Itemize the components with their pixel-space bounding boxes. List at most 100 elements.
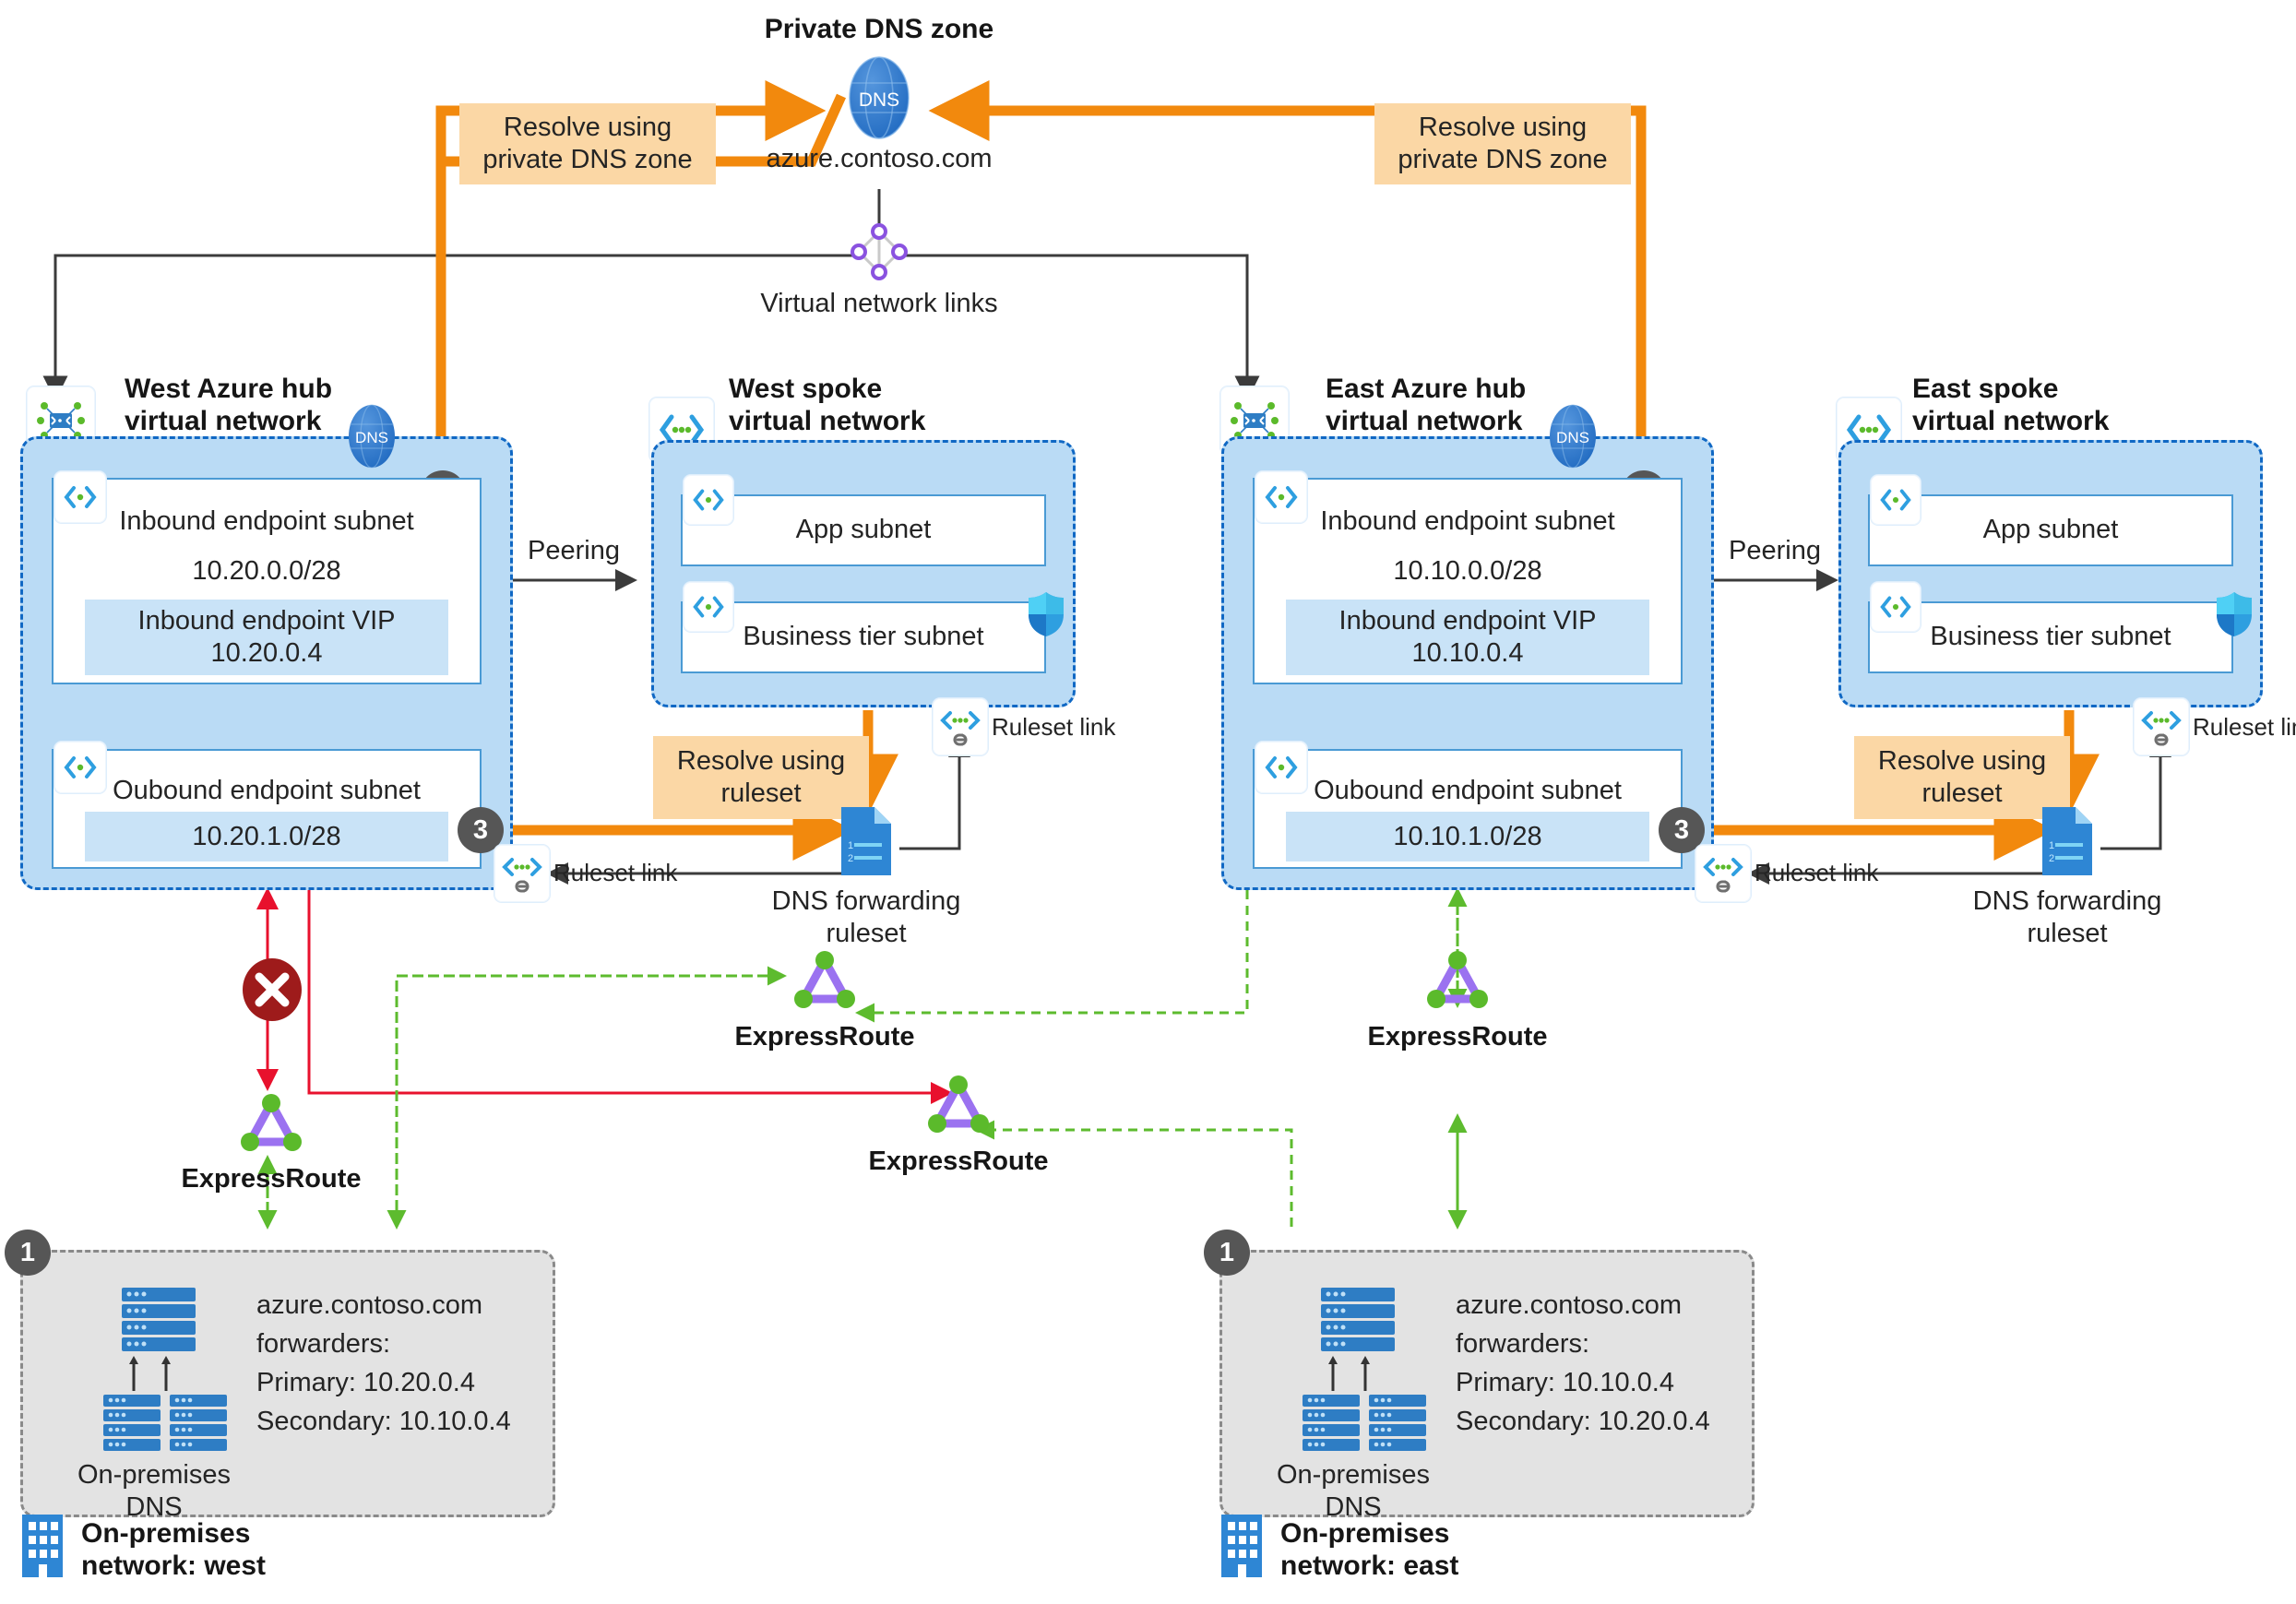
west-spoke-ruleset-link-icon xyxy=(932,697,989,756)
east-spoke-app-subnet-label: App subnet xyxy=(1982,515,2119,544)
east-hub-dns-badge: DNS xyxy=(1544,404,1601,469)
west-dns-forwarding-ruleset-label: DNS forwarding ruleset xyxy=(771,886,961,948)
west-spoke-ruleset-link-label: Ruleset link xyxy=(992,713,1116,741)
onprem-east-step-badge: 1 xyxy=(1204,1230,1250,1276)
west-hub-ruleset-link-icon xyxy=(494,844,551,903)
onprem-west-forwarder-primary: Primary: 10.20.0.4 xyxy=(256,1368,475,1397)
west-outbound-subnet-icon xyxy=(54,741,107,794)
west-outbound-subnet-label: Oubound endpoint subnet xyxy=(113,776,421,805)
west-spoke-business-subnet xyxy=(681,601,1046,673)
east-hub-ruleset-link-label: Ruleset link xyxy=(1755,859,1879,886)
west-spoke-business-subnet-label: Business tier subnet xyxy=(743,622,984,651)
west-inbound-vip-label: Inbound endpoint VIP xyxy=(137,606,396,636)
east-peering-label: Peering xyxy=(1729,536,1821,565)
svg-text:2: 2 xyxy=(2049,853,2054,864)
onprem-west-dns-servers-icon xyxy=(74,1282,240,1457)
svg-text:1: 1 xyxy=(848,840,853,851)
callout-resolve-using-ruleset-west: Resolve using ruleset xyxy=(653,736,869,819)
expressroute-west-icon xyxy=(235,1088,307,1158)
svg-text:1: 1 xyxy=(2049,840,2054,851)
onprem-east-dns-label: On-premises DNS xyxy=(1277,1460,1430,1522)
blocked-x-icon xyxy=(242,957,303,1022)
east-inbound-vip: Inbound endpoint VIP 10.10.0.4 xyxy=(1286,600,1649,675)
east-hub-ruleset-link-icon xyxy=(1695,844,1752,903)
svg-text:DNS: DNS xyxy=(355,429,388,446)
east-inbound-subnet-icon xyxy=(1255,470,1308,524)
east-dns-forwarding-ruleset-icon: 1 2 xyxy=(2039,804,2096,878)
east-spoke-title: East spoke virtual network xyxy=(1912,374,2110,437)
onprem-west-step-badge: 1 xyxy=(5,1230,51,1276)
expressroute-center-bottom-icon xyxy=(922,1070,994,1140)
virtual-network-links-label: Virtual network links xyxy=(760,289,998,318)
callout-resolve-private-dns-west: Resolve using private DNS zone xyxy=(459,103,716,184)
onprem-west-building-icon xyxy=(20,1513,65,1579)
east-outbound-subnet-icon xyxy=(1255,741,1308,794)
east-dns-forwarding-ruleset-label: DNS forwarding ruleset xyxy=(1972,886,2162,948)
onprem-east-building-icon xyxy=(1219,1513,1264,1579)
west-hub-title: West Azure hub virtual network xyxy=(125,374,333,437)
west-peering-label: Peering xyxy=(528,536,620,565)
onprem-west-box xyxy=(20,1250,555,1517)
expressroute-center-bottom-label: ExpressRoute xyxy=(868,1147,1049,1176)
onprem-east-box xyxy=(1219,1250,1755,1517)
callout-resolve-private-dns-east: Resolve using private DNS zone xyxy=(1374,103,1631,184)
west-outbound-subnet-cidr-box: 10.20.1.0/28 xyxy=(85,812,448,861)
west-spoke-title: West spoke virtual network xyxy=(729,374,926,437)
west-spoke-firewall-shield-icon xyxy=(1026,590,1066,638)
east-spoke-app-subnet xyxy=(1868,494,2233,566)
west-outbound-subnet-cidr: 10.20.1.0/28 xyxy=(192,821,341,851)
svg-text:DNS: DNS xyxy=(1556,429,1589,446)
dns-zone-domain: azure.contoso.com xyxy=(766,144,993,173)
east-spoke-business-subnet xyxy=(1868,601,2233,673)
east-outbound-subnet-cidr: 10.10.1.0/28 xyxy=(1393,821,1542,851)
onprem-west-forwarders-heading: forwarders: xyxy=(256,1329,391,1359)
expressroute-center-top-label: ExpressRoute xyxy=(734,1022,915,1052)
east-spoke-firewall-shield-icon xyxy=(2214,590,2254,638)
west-inbound-subnet-cidr: 10.20.0.0/28 xyxy=(192,556,341,586)
expressroute-east-label: ExpressRoute xyxy=(1367,1022,1548,1052)
east-outbound-subnet-cidr-box: 10.10.1.0/28 xyxy=(1286,812,1649,861)
east-spoke-ruleset-link-icon xyxy=(2133,697,2190,756)
svg-text:2: 2 xyxy=(848,853,853,864)
east-inbound-vip-address: 10.10.0.4 xyxy=(1411,638,1524,668)
onprem-east-forwarder-primary: Primary: 10.10.0.4 xyxy=(1456,1368,1674,1397)
east-spoke-ruleset-link-label: Ruleset link xyxy=(2193,713,2296,741)
onprem-west-forwarder-secondary: Secondary: 10.10.0.4 xyxy=(256,1407,511,1436)
east-inbound-subnet-label: Inbound endpoint subnet xyxy=(1320,506,1615,536)
dns-globe-icon: DNS xyxy=(842,55,916,140)
onprem-east-dns-servers-icon xyxy=(1273,1282,1439,1457)
east-spoke-business-subnet-icon xyxy=(1870,581,1921,633)
east-outbound-subnet-label: Oubound endpoint subnet xyxy=(1314,776,1622,805)
west-outbound-step-badge: 3 xyxy=(458,807,504,853)
onprem-east-forwarder-secondary: Secondary: 10.20.0.4 xyxy=(1456,1407,1710,1436)
east-spoke-app-subnet-icon xyxy=(1870,474,1921,526)
west-inbound-subnet-icon xyxy=(54,470,107,524)
onprem-east-network-title: On-premises network: east xyxy=(1280,1518,1459,1582)
virtual-network-links-icon xyxy=(849,221,910,282)
west-spoke-app-subnet-label: App subnet xyxy=(795,515,932,544)
expressroute-east-icon xyxy=(1422,945,1493,1016)
west-dns-forwarding-ruleset-icon: 1 2 xyxy=(838,804,895,878)
west-inbound-subnet-label: Inbound endpoint subnet xyxy=(119,506,414,536)
onprem-west-network-title: On-premises network: west xyxy=(81,1518,267,1582)
west-hub-dns-badge: DNS xyxy=(343,404,400,469)
onprem-west-forwarders-domain: azure.contoso.com xyxy=(256,1290,483,1320)
west-spoke-app-subnet-icon xyxy=(683,474,734,526)
onprem-east-forwarders-heading: forwarders: xyxy=(1456,1329,1590,1359)
svg-text:DNS: DNS xyxy=(859,89,899,111)
onprem-east-forwarders-domain: azure.contoso.com xyxy=(1456,1290,1683,1320)
west-hub-ruleset-link-label: Ruleset link xyxy=(553,859,678,886)
east-inbound-subnet-cidr: 10.10.0.0/28 xyxy=(1393,556,1542,586)
east-spoke-business-subnet-label: Business tier subnet xyxy=(1930,622,2171,651)
expressroute-west-label: ExpressRoute xyxy=(181,1164,362,1194)
west-inbound-vip: Inbound endpoint VIP 10.20.0.4 xyxy=(85,600,448,675)
callout-resolve-using-ruleset-east: Resolve using ruleset xyxy=(1854,736,2070,819)
expressroute-center-top-icon xyxy=(789,945,861,1016)
west-spoke-app-subnet xyxy=(681,494,1046,566)
east-hub-title: East Azure hub virtual network xyxy=(1326,374,1527,437)
east-inbound-vip-label: Inbound endpoint VIP xyxy=(1338,606,1597,636)
west-inbound-vip-address: 10.20.0.4 xyxy=(210,638,323,668)
onprem-west-dns-label: On-premises DNS xyxy=(77,1460,231,1522)
page-title: Private DNS zone xyxy=(764,14,994,44)
